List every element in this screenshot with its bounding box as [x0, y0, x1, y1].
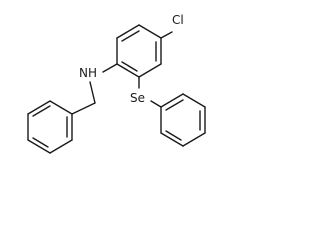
bond-selenium-to-phenyl	[150, 100, 162, 108]
bond	[27, 139, 51, 154]
bond	[160, 132, 184, 147]
bond	[27, 100, 51, 115]
bond-amine-to-methylene	[89, 81, 96, 104]
double-bond-inner	[165, 99, 184, 111]
bond	[49, 139, 73, 154]
bond	[49, 100, 73, 115]
bond-methylene-to-phenyl	[71, 102, 96, 115]
amine-label: NH	[79, 66, 97, 80]
bond	[160, 93, 184, 108]
bond	[182, 93, 206, 108]
bond	[182, 132, 206, 147]
benzyl-phenyl-ring	[27, 100, 73, 154]
bond-to-amine	[102, 63, 118, 73]
phenylselanyl-ring	[160, 93, 206, 147]
bond-to-chlorine	[160, 31, 173, 39]
selenium-label: Se	[130, 91, 145, 105]
bond	[138, 24, 162, 39]
central-benzene-ring	[116, 24, 162, 78]
double-bond-inner	[32, 137, 49, 148]
double-bond-inner	[121, 61, 138, 72]
double-bond-inner	[165, 130, 182, 141]
bond	[116, 24, 140, 39]
structure-drawing: Cl NH Se	[27, 13, 206, 154]
molecule-figure: Cl NH Se	[0, 0, 225, 165]
double-bond-inner	[121, 30, 140, 42]
double-bond-inner	[32, 105, 51, 117]
bond	[116, 63, 140, 78]
chlorine-label: Cl	[172, 13, 184, 27]
bond	[138, 63, 162, 78]
